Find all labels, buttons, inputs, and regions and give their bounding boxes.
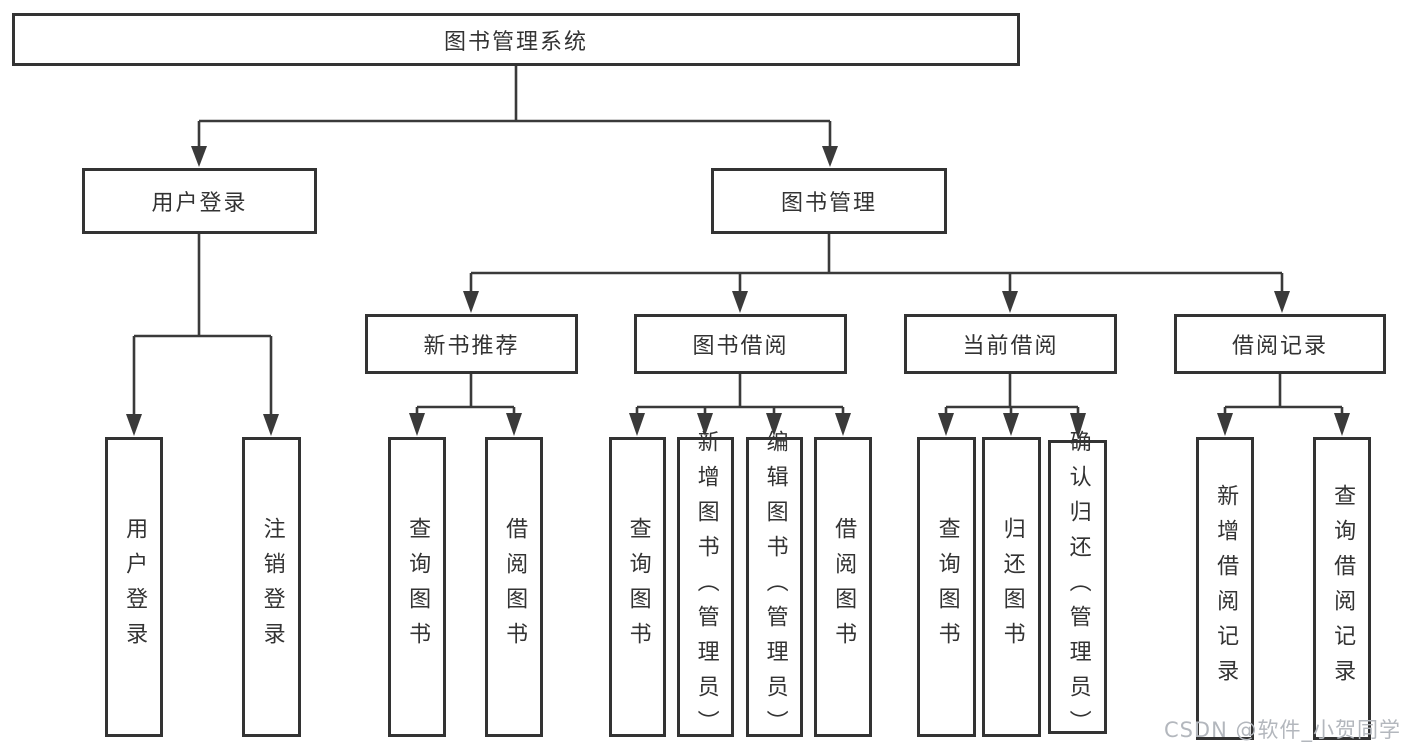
leaf-edit-books-admin: 编辑图书（管理员） [746, 430, 803, 745]
connector-new-book-recommend-children [409, 374, 522, 436]
arrow-icon [938, 413, 954, 436]
arrow-icon [766, 413, 782, 436]
node-current-borrow: 当前借阅 [904, 314, 1117, 374]
leaf-label: 编辑图书（管理员） [762, 429, 788, 745]
node-new-book-recommend: 新书推荐 [365, 314, 578, 374]
leaf-confirm-return-admin: 确认归还（管理员） [1048, 430, 1107, 745]
connector-root-to-level2 [191, 66, 838, 167]
connector-book-management-to-level3 [463, 234, 1290, 313]
leaf-label: 注销登录 [259, 517, 285, 657]
arrow-icon [697, 413, 713, 436]
arrow-icon [1070, 413, 1086, 439]
arrow-icon [506, 413, 522, 436]
arrow-icon [1003, 413, 1019, 436]
arrow-icon [191, 146, 207, 167]
leaf-label: 借阅图书 [502, 517, 528, 657]
node-borrow-record: 借阅记录 [1174, 314, 1386, 374]
node-user-login-label: 用户登录 [151, 191, 248, 216]
leaf-user-login: 用户登录 [105, 437, 163, 737]
leaf-label: 查询图书 [625, 517, 651, 657]
node-borrow-record-label: 借阅记录 [1231, 334, 1328, 359]
node-root: 图书管理系统 [12, 13, 1020, 66]
leaf-borrow-books-recommend: 借阅图书 [485, 437, 543, 737]
node-user-login: 用户登录 [82, 168, 317, 234]
leaf-label: 查询图书 [934, 517, 960, 657]
arrow-icon [629, 413, 645, 436]
leaf-label: 用户登录 [122, 517, 148, 657]
node-book-management-label: 图书管理 [780, 191, 877, 216]
arrow-icon [1217, 413, 1233, 436]
watermark: CSDN @软件_小贺同学 [1163, 718, 1401, 742]
leaf-query-books-current: 查询图书 [917, 437, 976, 737]
leaf-add-books-admin: 新增图书（管理员） [677, 430, 734, 745]
leaf-label: 确认归还（管理员） [1065, 429, 1091, 745]
node-book-management: 图书管理 [711, 168, 947, 234]
leaf-label: 查询借阅记录 [1330, 483, 1356, 694]
connector-user-login-children [126, 234, 279, 436]
leaf-label: 借阅图书 [831, 517, 857, 657]
arrow-icon [822, 146, 838, 167]
node-root-label: 图书管理系统 [443, 29, 588, 55]
arrow-icon [732, 291, 748, 313]
leaf-label: 归还图书 [999, 517, 1025, 657]
leaf-add-borrow-record: 新增借阅记录 [1196, 437, 1254, 740]
arrow-icon [1334, 413, 1350, 436]
arrow-icon [835, 413, 851, 436]
arrow-icon [1274, 291, 1290, 313]
leaf-label: 查询图书 [405, 517, 431, 657]
node-book-borrow: 图书借阅 [634, 314, 847, 374]
leaf-query-books-borrow: 查询图书 [609, 437, 666, 737]
node-current-borrow-label: 当前借阅 [962, 334, 1059, 359]
connector-book-borrow-children [629, 374, 851, 436]
node-book-borrow-label: 图书借阅 [692, 334, 789, 359]
leaf-borrow-books: 借阅图书 [814, 437, 872, 737]
connector-borrow-record-children [1217, 374, 1350, 436]
leaf-label: 新增借阅记录 [1213, 483, 1239, 694]
arrow-icon [409, 413, 425, 436]
arrow-icon [463, 291, 479, 313]
arrow-icon [126, 414, 142, 436]
arrow-icon [263, 414, 279, 436]
leaf-return-books: 归还图书 [982, 437, 1041, 737]
leaf-logout: 注销登录 [242, 437, 301, 737]
leaf-label: 新增图书（管理员） [693, 429, 719, 745]
leaf-query-books-recommend: 查询图书 [388, 437, 446, 737]
leaf-query-borrow-record: 查询借阅记录 [1313, 437, 1371, 740]
connector-current-borrow-children [938, 374, 1086, 439]
node-new-book-recommend-label: 新书推荐 [423, 334, 520, 359]
arrow-icon [1002, 291, 1018, 313]
